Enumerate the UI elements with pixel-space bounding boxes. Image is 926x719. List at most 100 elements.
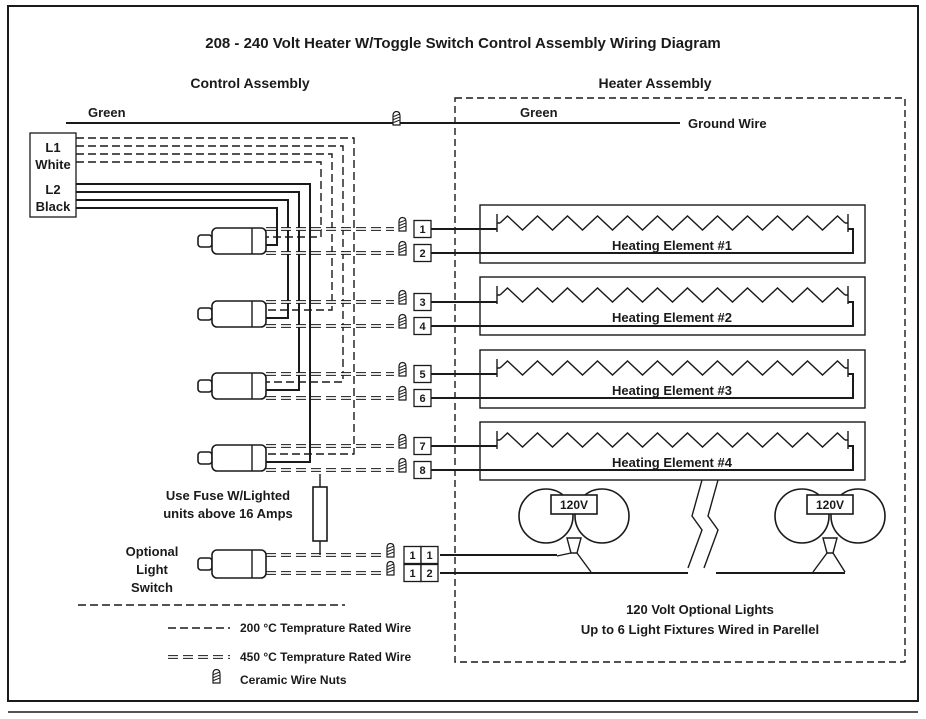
- page-border: [7, 5, 919, 702]
- light-switch-label-2: Light: [136, 562, 168, 577]
- light-fixture-2: 120V: [774, 488, 886, 573]
- light-terminal-row2: 1 2: [403, 563, 439, 583]
- diagram-title: 208 - 240 Volt Heater W/Toggle Switch Co…: [205, 35, 721, 52]
- terminal-label: 1: [419, 224, 425, 236]
- voltage-label: 120V: [816, 498, 844, 512]
- light-switch-label-1: Optional: [126, 544, 179, 559]
- terminal-box-7: 7: [413, 436, 432, 456]
- wire-nut-icon: [398, 361, 407, 377]
- toggle-switch-4: [197, 444, 267, 472]
- light-fixture-1: 120V: [518, 488, 630, 573]
- toggle-switch-2: [197, 300, 267, 328]
- wire-nut-icon: [398, 216, 407, 232]
- element-label: Heating Element #2: [612, 310, 732, 325]
- element-box: [479, 421, 866, 481]
- heater-wire-nuts: [398, 216, 407, 473]
- terminal-box-6: 6: [413, 388, 432, 408]
- terminal-label: 5: [419, 369, 425, 381]
- switch-plug: [197, 307, 213, 321]
- voltage-box: [550, 494, 598, 515]
- switch-body: [211, 549, 267, 579]
- fuse: Use Fuse W/Lighted units above 16 Amps: [163, 474, 328, 555]
- supply-labels: L1 White L2 Black: [29, 132, 77, 218]
- wire-nut-icon: [392, 110, 401, 126]
- wire-nut-icon: [398, 289, 407, 305]
- legend-label-450: 450 °C Temprature Rated Wire: [240, 650, 412, 664]
- terminal-label: 2: [426, 568, 432, 580]
- lights-note-line2: Up to 6 Light Fixtures Wired in Parellel: [581, 622, 819, 637]
- terminal-box-2: 2: [413, 243, 432, 263]
- l1-wire-label: White: [35, 157, 70, 172]
- voltage-label: 120V: [560, 498, 588, 512]
- fixture-stem: [566, 537, 582, 554]
- green-label-mid: Green: [520, 105, 558, 120]
- voltage-box: [806, 494, 854, 515]
- switch-plug: [197, 379, 213, 393]
- element-box: [479, 204, 866, 264]
- legend-wire-nut-icon: [212, 668, 221, 684]
- toggle-switch-1: [197, 227, 267, 255]
- element-box: [479, 276, 866, 336]
- fixture-lead: [556, 552, 572, 557]
- switch-body: [211, 372, 267, 400]
- fuse-symbol: [312, 486, 328, 542]
- terminal-box-5: 5: [413, 364, 432, 384]
- wire-nut-icon: [398, 433, 407, 449]
- switch-plug: [197, 557, 213, 571]
- switch-output-wires: [266, 227, 394, 575]
- terminal-box-4: 4: [413, 316, 432, 336]
- light-circuit-wires: [440, 554, 845, 574]
- switch-body: [211, 300, 267, 328]
- control-assembly-label: Control Assembly: [190, 75, 309, 91]
- terminal-label: 1: [426, 550, 432, 562]
- ground-wire: Green Green Ground Wire: [66, 105, 767, 131]
- l1-label: L1: [45, 140, 60, 155]
- supply-label-box: [29, 132, 77, 218]
- light-terminal-row1: 1 1: [403, 545, 439, 565]
- element-coil: [499, 360, 846, 376]
- legend-label-200: 200 °C Temprature Rated Wire: [240, 621, 412, 635]
- terminal-label: 4: [419, 321, 426, 333]
- fuse-note-line2: units above 16 Amps: [163, 506, 293, 521]
- wire-nut-icon: [398, 240, 407, 256]
- heating-element-3: Heating Element #3: [479, 349, 866, 409]
- legend-label-nuts: Ceramic Wire Nuts: [240, 673, 347, 687]
- l2-wire-bundle: [76, 183, 311, 463]
- switch-body: [211, 444, 267, 472]
- legend: 200 °C Temprature Rated Wire 450 °C Temp…: [168, 621, 412, 687]
- element-coil: [499, 215, 846, 231]
- l2-wire-label: Black: [36, 199, 71, 214]
- toggle-switch-3: [197, 372, 267, 400]
- wire-nut-icon: [386, 542, 395, 558]
- ground-wire-label: Ground Wire: [688, 116, 767, 131]
- l1-wire-bundle: [76, 137, 355, 455]
- element-feed-wires: [431, 228, 854, 471]
- light-switch-label-3: Switch: [131, 580, 173, 595]
- terminal-box-8: 8: [413, 460, 432, 480]
- terminal-label: 1: [409, 550, 415, 562]
- element-label: Heating Element #4: [612, 455, 733, 470]
- wire-break-symbol: [687, 479, 719, 569]
- heating-element-1: Heating Element #1: [479, 204, 866, 264]
- switch-plug: [197, 451, 213, 465]
- wire-nut-icon: [386, 560, 395, 576]
- terminal-label: 7: [419, 441, 425, 453]
- fixture-lead: [812, 552, 828, 573]
- heating-element-2: Heating Element #2: [479, 276, 866, 336]
- fixture-stem: [822, 537, 838, 554]
- fixture-lead: [832, 552, 846, 573]
- element-coil: [499, 432, 846, 448]
- light-wire-nuts: [386, 542, 395, 576]
- heater-assembly-label: Heater Assembly: [598, 75, 711, 91]
- switch-body: [211, 227, 267, 255]
- wire-nut-icon: [398, 457, 407, 473]
- terminal-box-3: 3: [413, 292, 432, 312]
- element-box: [479, 349, 866, 409]
- element-label: Heating Element #1: [612, 238, 732, 253]
- wire-nut-icon: [398, 313, 407, 329]
- element-coil: [499, 287, 846, 303]
- fixture-lead: [576, 552, 592, 573]
- heater-assembly-boundary: [454, 97, 906, 663]
